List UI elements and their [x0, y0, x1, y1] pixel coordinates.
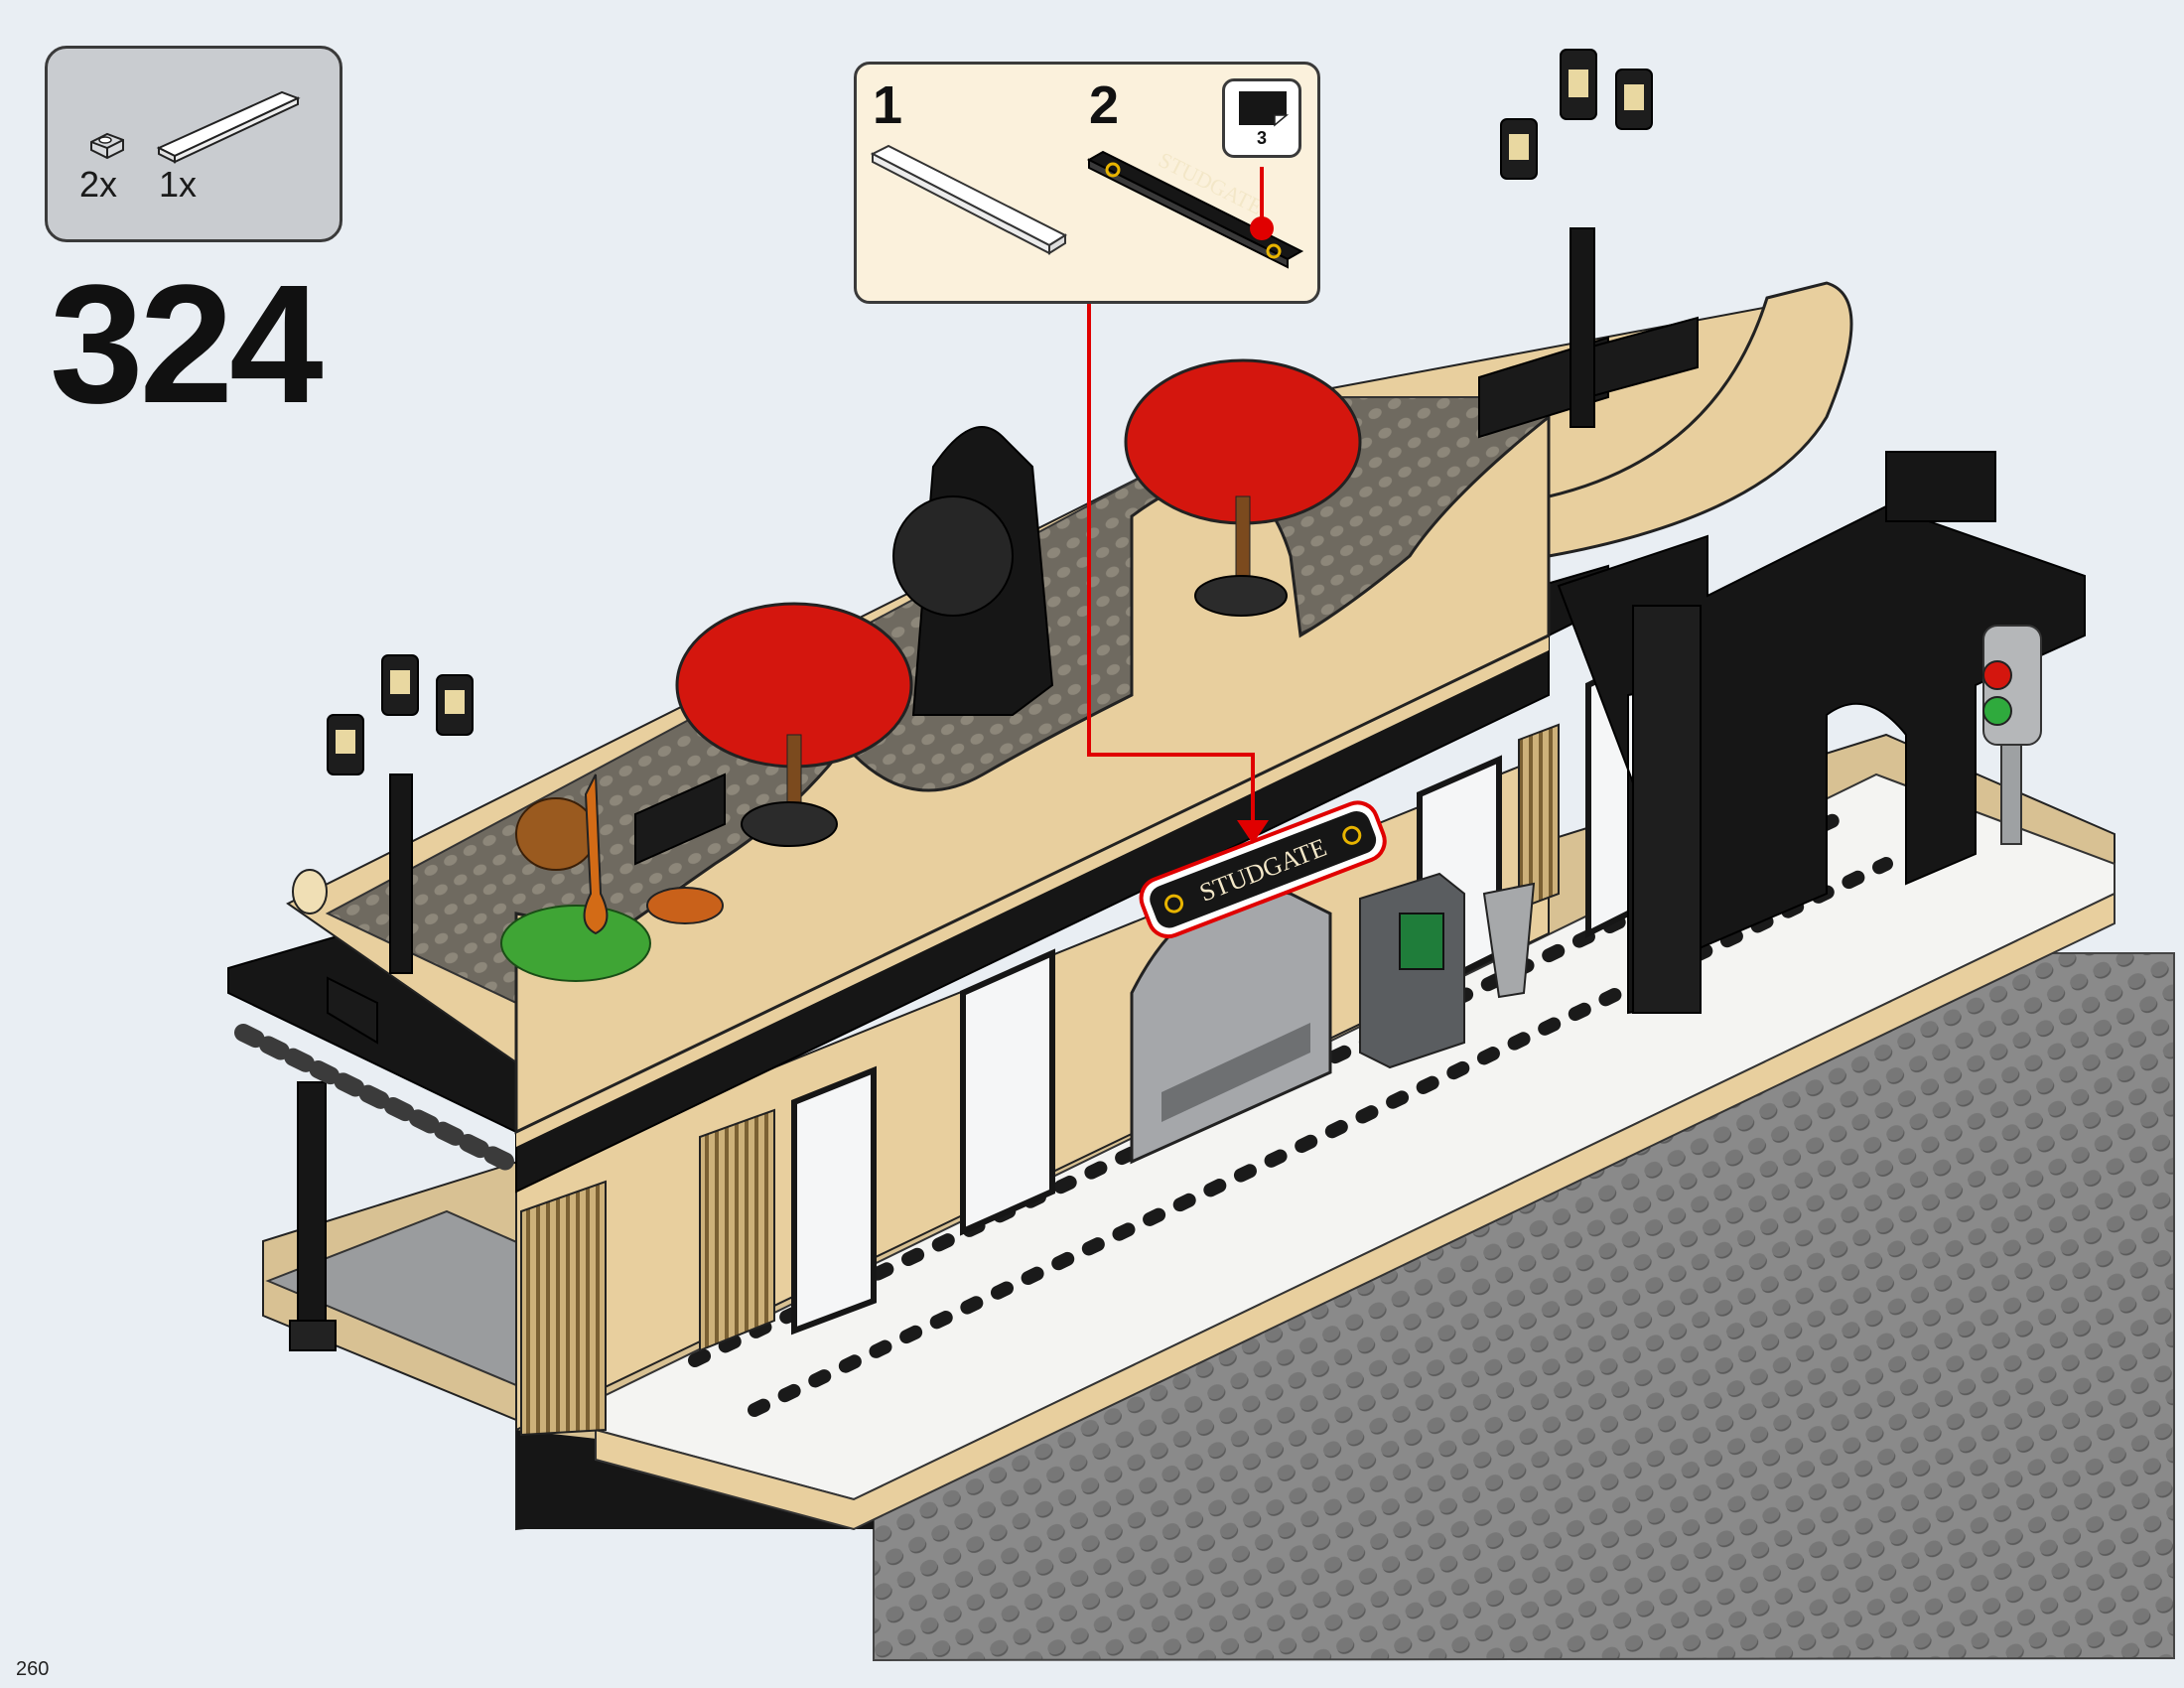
facade-column-mid	[699, 1108, 775, 1352]
left-street-lamp-post	[389, 774, 413, 974]
facade-window-1	[791, 1065, 877, 1336]
left-pillar-base	[289, 1320, 337, 1351]
page-number: 260	[16, 1658, 50, 1680]
substep-callout: 1 2 STUDGATE 3	[854, 62, 1320, 304]
tan-egg-finial	[292, 869, 328, 914]
cafe-table-right	[1194, 575, 1288, 617]
traffic-light-red	[1982, 660, 2012, 690]
black-roof-block	[1885, 451, 1996, 522]
sign-logo-right	[1266, 243, 1282, 259]
substep-number-2: 2	[1089, 75, 1120, 135]
left-street-lamp-head	[327, 654, 474, 775]
arch-stairs	[1161, 1023, 1310, 1122]
orange-round-plate	[646, 887, 724, 924]
facade-column-right	[1518, 723, 1560, 911]
tan-ledge	[516, 635, 1549, 1147]
right-street-lamp-post	[1570, 227, 1595, 428]
right-street-lamp-head	[1500, 49, 1653, 180]
lattice-panel-4	[327, 976, 378, 1045]
sign-logo-left	[1105, 162, 1121, 178]
red-pointer-line	[1087, 304, 1255, 826]
part-qty-tile: 1x	[159, 164, 198, 205]
platform-bin	[1482, 882, 1536, 999]
traffic-light-green	[1982, 696, 2012, 726]
tile-part-icon	[156, 90, 301, 164]
umbrella-right-pole	[1235, 495, 1251, 587]
sticker-pointer-dot	[1250, 216, 1274, 240]
parts-list-box: 2x 1x	[45, 46, 342, 242]
part-qty-clip: 2x	[79, 164, 118, 205]
entablature-round-studs	[234, 1024, 515, 1171]
throne-wheel	[892, 495, 1014, 617]
brown-plant-top	[515, 797, 597, 871]
sticker-sheet-box: 3	[1222, 78, 1301, 158]
substep-number-1: 1	[873, 75, 903, 135]
sticker-sheet-number: 3	[1256, 128, 1267, 148]
step-number: 324	[50, 250, 324, 439]
studgate-sign-tile: STUDGATE	[1086, 147, 1304, 269]
ticket-machine	[1359, 872, 1465, 1069]
facade-column-left	[520, 1180, 607, 1437]
cafe-table-left	[741, 801, 838, 847]
green-plant	[500, 905, 651, 982]
facade-window-2	[960, 948, 1055, 1236]
battlement-end-cap	[1547, 281, 1853, 558]
clip-part-icon	[90, 132, 124, 160]
ticket-machine-screen	[1399, 913, 1444, 970]
lattice-panel-1	[634, 773, 726, 866]
orange-guitar	[583, 774, 609, 935]
white-tile-part-icon	[870, 144, 1068, 255]
black-pillar-front	[1632, 605, 1702, 1014]
left-lamp-pillar	[297, 1081, 327, 1341]
sticker-icon	[1239, 91, 1290, 127]
red-pointer-arrowhead	[1237, 820, 1269, 844]
traffic-light-pole	[2000, 734, 2022, 845]
